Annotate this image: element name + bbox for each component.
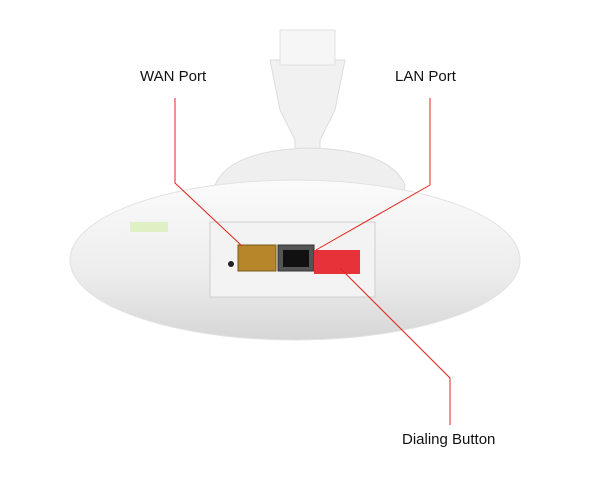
- dip-switch: [314, 250, 360, 274]
- leader-lines: [174, 98, 451, 425]
- dialing-button-label: Dialing Button: [402, 431, 496, 448]
- mount-pole: [269, 29, 346, 166]
- wan-port-label: WAN Port: [140, 68, 207, 85]
- level-bubble: [130, 222, 168, 232]
- lan-leader-line: [315, 98, 431, 251]
- lan-port-label: LAN Port: [395, 68, 456, 85]
- wan-leader-line: [174, 98, 243, 247]
- wan-port: [237, 244, 277, 272]
- dial-leader-line: [339, 267, 451, 425]
- port-panel: [209, 221, 376, 298]
- reset-hole: [228, 261, 234, 267]
